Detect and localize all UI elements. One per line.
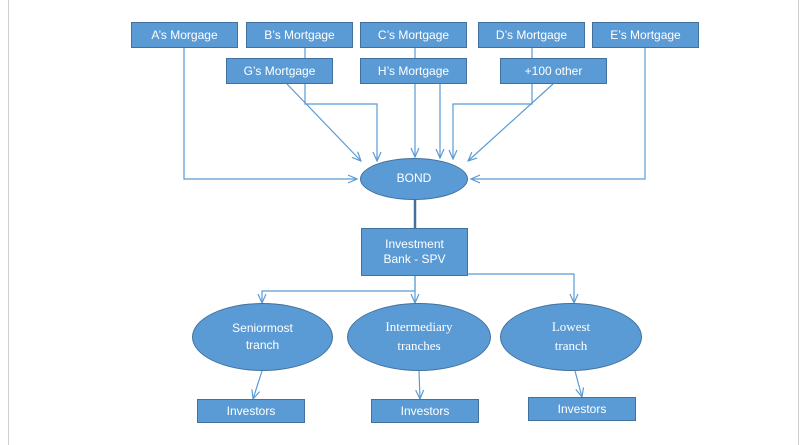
connector-spv-to-lowest [468, 273, 574, 303]
bond-node: BOND [360, 158, 468, 200]
connector-senior-to-investors [253, 370, 263, 399]
mortgage-b: B’s Mortgage [246, 22, 353, 48]
connector-lowest-to-investors [574, 370, 582, 397]
mortgage-other: +100 other [500, 58, 607, 84]
mortgage-h: H’s Mortgage [360, 58, 467, 84]
investment-bank-spv: Investment Bank - SPV [361, 228, 468, 276]
page-edge-right [798, 0, 799, 445]
connector-a-to-bond [183, 48, 357, 179]
connector-e-to-bond [471, 48, 646, 179]
tranche-lowest: Lowest tranch [500, 303, 642, 371]
tranche-intermediary: Intermediary tranches [347, 303, 491, 371]
mortgage-d: D’s Mortgage [478, 22, 585, 48]
investors-seniormost: Investors [197, 399, 305, 423]
connector-g-to-bond [286, 83, 361, 161]
connector-spv-to-senior [262, 276, 416, 303]
connector-intermediary-to-investors [419, 370, 420, 399]
page-edge-left [8, 0, 9, 445]
mortgage-a: A’s Morgage [131, 22, 238, 48]
mortgage-g: G’s Mortgage [226, 58, 333, 84]
tranche-seniormost: Seniormost tranch [192, 303, 333, 371]
mortgage-c: C’s Mortgage [360, 22, 467, 48]
investors-intermediary: Investors [371, 399, 479, 423]
investors-lowest: Investors [528, 397, 636, 421]
connector-other-to-bond [468, 83, 554, 161]
mortgage-e: E’s Mortgage [592, 22, 699, 48]
